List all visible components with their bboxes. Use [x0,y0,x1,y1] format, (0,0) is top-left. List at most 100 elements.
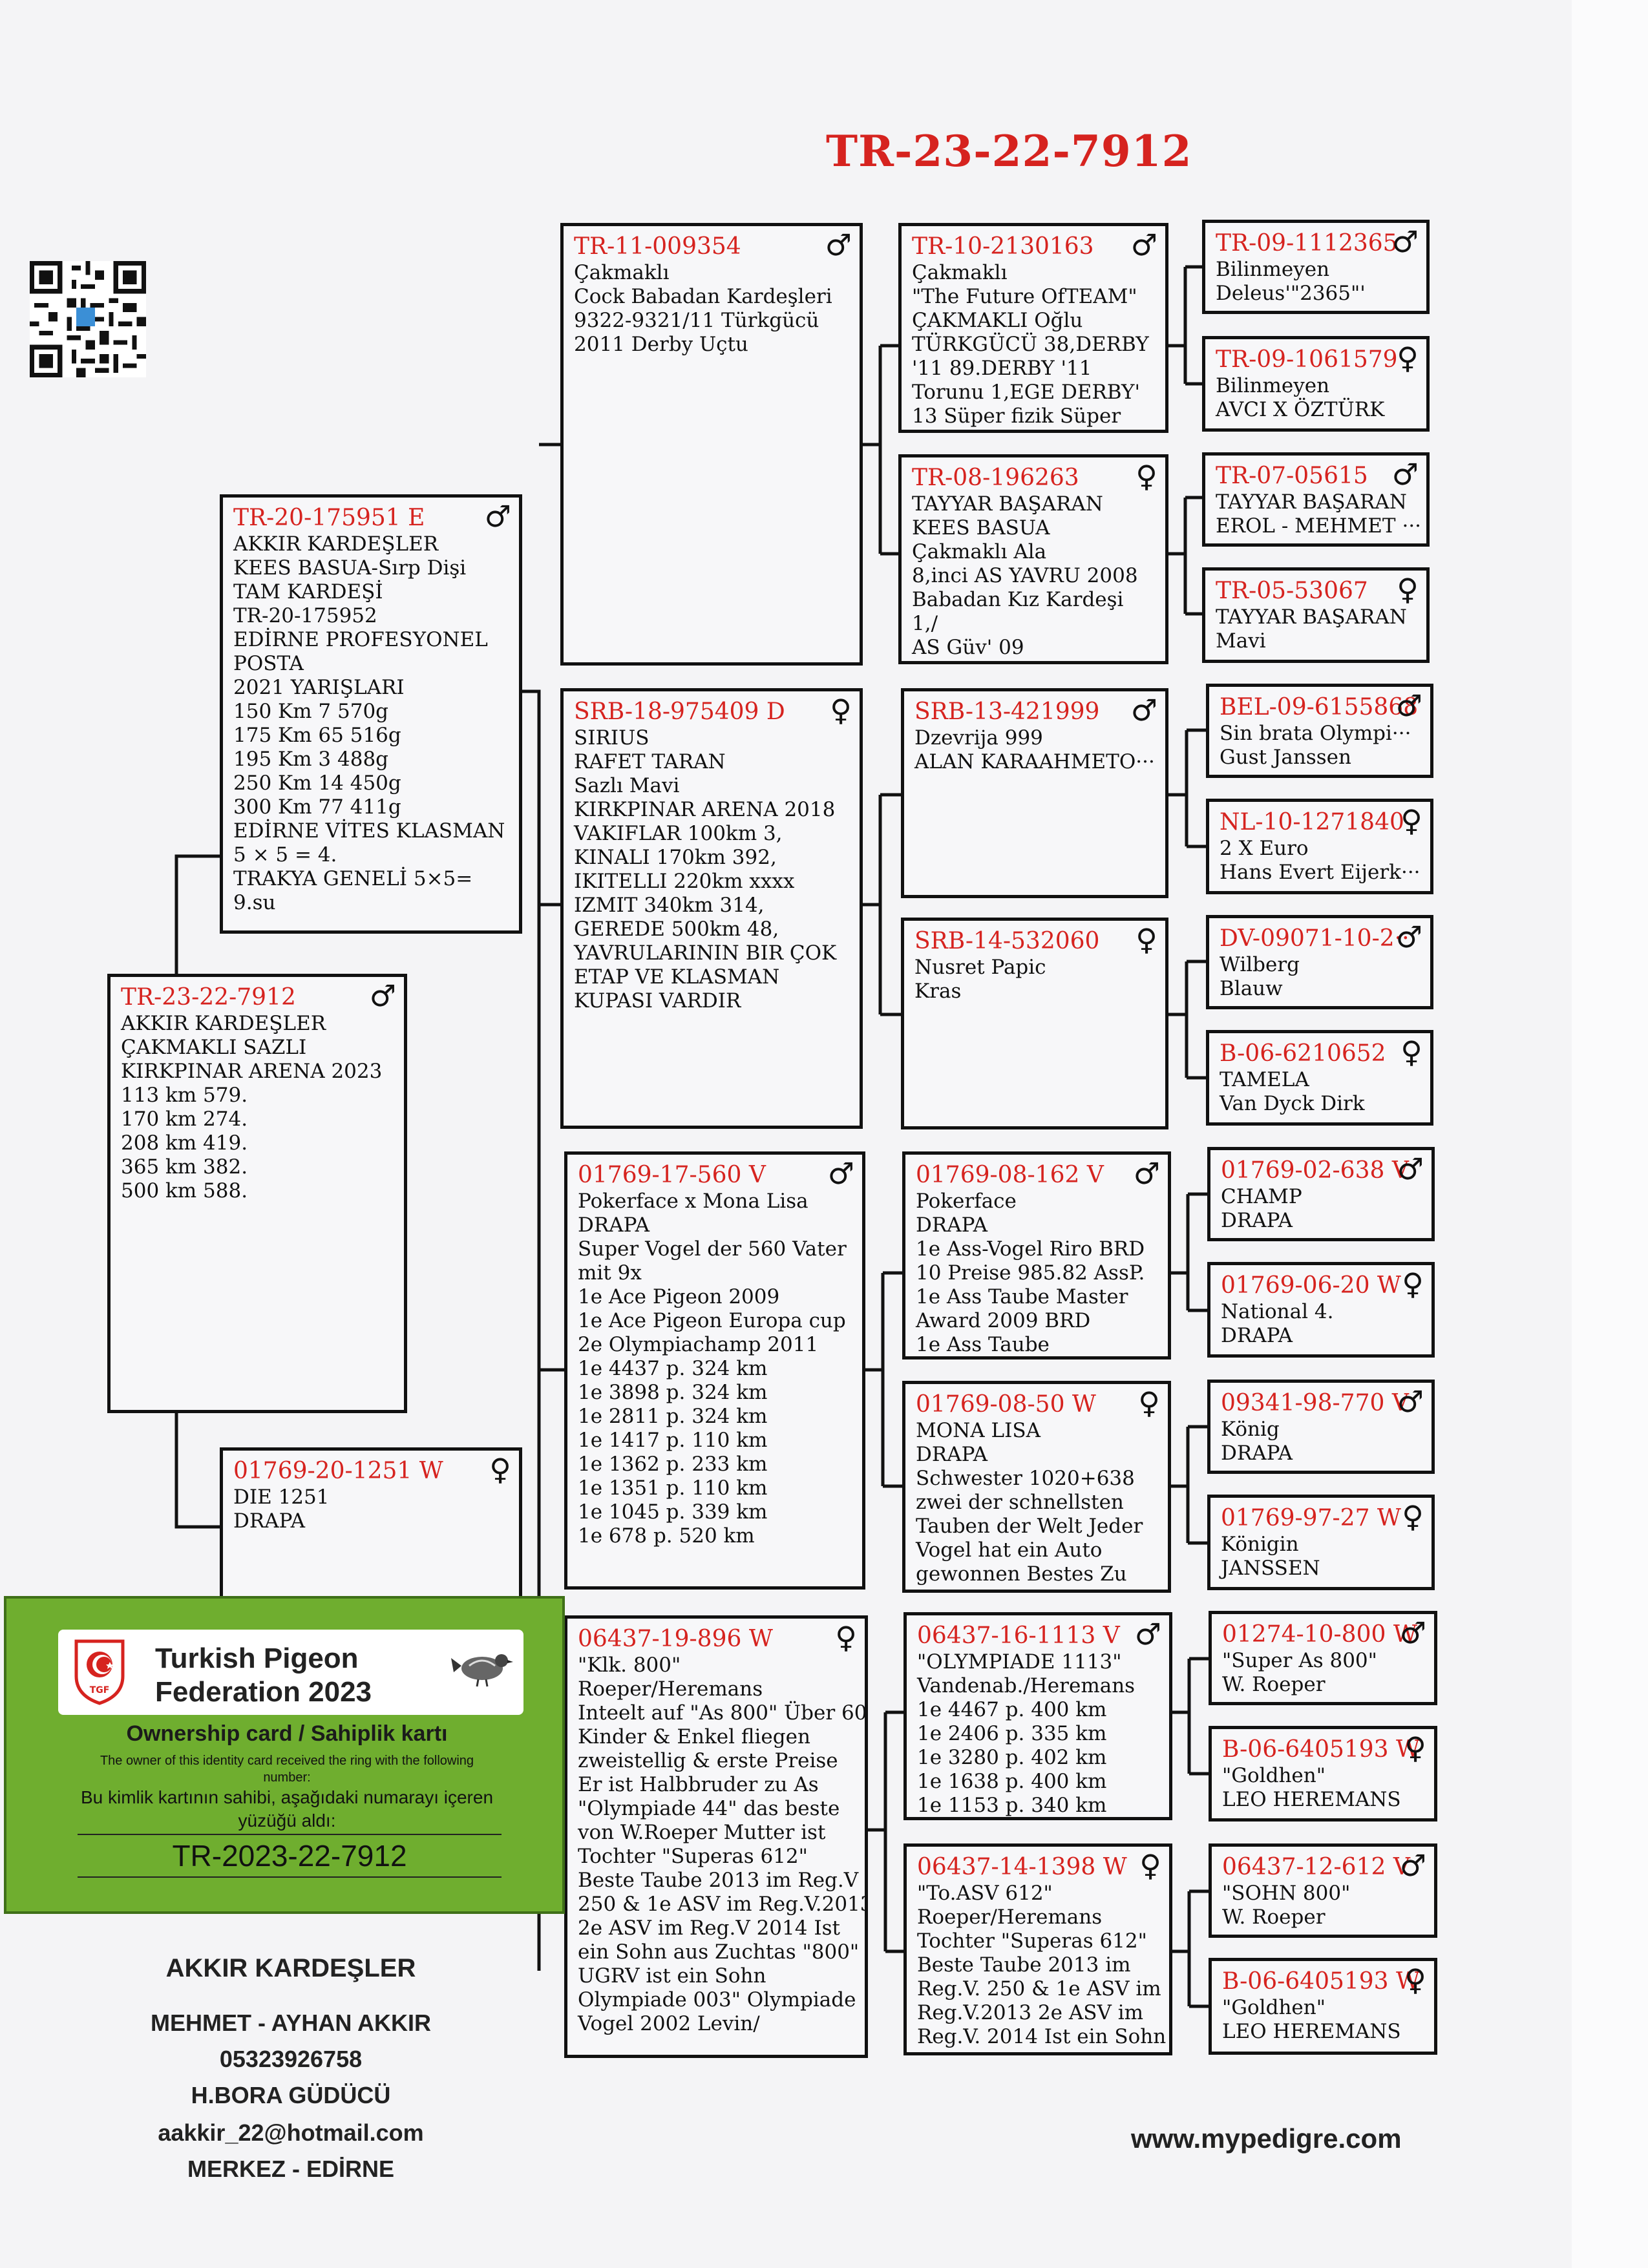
ring-number: TR-09-1112365 [1216,230,1398,257]
box-line: Deleus'"2365"' [1216,282,1366,305]
pedigree-box-gen3-5: 01769-08-162 V ♂ Pokerface DRAPA 1e Ass-… [902,1151,1171,1360]
ring-number: 01769-08-162 V [916,1162,1104,1188]
male-icon: ♂ [1130,693,1157,728]
ring-number: 01769-08-50 W [916,1391,1096,1418]
ring-number: B-06-6405193 W [1222,1968,1421,1995]
box-line: 2 X Euro [1220,837,1309,860]
box-line: 113 km 579. [121,1084,248,1107]
box-line: EDİRNE VİTES KLASMAN [233,819,505,843]
card-note-tr-2: yüzüğü aldı: [238,1811,336,1831]
box-line: 1e 678 p. 520 km [578,1524,755,1548]
box-line: 300 Km 77 411g [233,795,401,819]
box-line: Vandenab./Heremans [917,1674,1136,1697]
male-icon: ♂ [1391,224,1419,259]
male-icon: ♂ [1397,1384,1424,1419]
box-line: Hans Evert Eijerk··· [1220,861,1421,884]
box-line: DIE 1251 [233,1486,330,1509]
box-line: W. Roeper [1222,1673,1326,1696]
ring-number: SRB-18-975409 D [574,698,785,725]
box-line: DRAPA [1221,1324,1293,1347]
ring-number: 01769-02-638 V [1221,1157,1409,1184]
box-line: 1e 1417 p. 110 km [578,1429,768,1452]
box-line: "The Future OfTEAM" [912,285,1137,308]
box-line: Beste Taube 2013 im [917,1953,1131,1977]
pedigree-box-gen2-4: 06437-19-896 W ♀ "Klk. 800" Roeper/Herem… [564,1615,868,2058]
box-line: LEO HEREMANS [1222,1788,1401,1811]
box-line: Çakmaklı [574,261,670,284]
box-line: DRAPA [916,1443,988,1466]
website-link[interactable]: www.mypedigre.com [1131,2123,1402,2154]
box-line: TAYYAR BAŞARAN [1216,605,1407,629]
pedigree-box-sire: TR-20-175951 E ♂ AKKIR KARDEŞLER KEES BA… [220,494,522,934]
owner-phone: 05323926758 [219,2046,363,2072]
box-line: Çakmaklı [912,261,1008,284]
ring-number: 09341-98-770 V [1221,1390,1409,1416]
box-line: Blauw [1220,977,1283,1000]
pedigree-box-gen4-12: 01769-97-27 W ♀ Königin JANSSEN [1207,1495,1435,1590]
box-line: "Klk. 800" [578,1654,681,1677]
pedigree-box-gen3-1: TR-10-2130163 ♂ Çakmaklı "The Future OfT… [898,223,1168,433]
box-line: TR-20-175952 [233,604,377,627]
box-line: UGRV ist ein Sohn [578,1964,766,1988]
ownership-card: TGF Turkish Pigeon Federation 2023 Owner… [4,1596,565,1914]
box-line: 1e Ass Taube [916,1333,1050,1356]
box-line: "OLYMPIADE 1113" [917,1650,1122,1674]
box-line: König [1221,1418,1280,1441]
pedigree-box-gen3-6: 01769-08-50 W ♀ MONA LISA DRAPA Schweste… [902,1381,1171,1593]
box-line: Gust Janssen [1220,746,1351,769]
ring-number: 06437-16-1113 V [917,1622,1120,1649]
owner-name: AKKIR KARDEŞLER [165,1954,416,1982]
box-line: 2021 YARIŞLARI [233,676,405,699]
male-icon: ♂ [1391,457,1419,492]
box-line: 2e Olympiachamp 2011 [578,1333,819,1356]
pedigree-box-gen4-6: NL-10-1271840 ♀ 2 X Euro Hans Evert Eije… [1206,799,1433,894]
box-line: gewonnen Bestes Zu [916,1562,1127,1586]
logo-text: TGF [90,1685,110,1696]
pedigree-box-gen4-13: 01274-10-800 W ♂ "Super As 800" W. Roepe… [1209,1611,1437,1705]
box-line: 1e 4437 p. 324 km [578,1357,768,1380]
box-line: AS Güv' 09 [912,636,1024,659]
box-line: W. Roeper [1222,1906,1326,1929]
box-line: POSTA [233,652,304,675]
box-line: Vogel hat ein Auto [916,1538,1103,1562]
box-line: 500 km 588. [121,1179,248,1202]
box-line: von W.Roeper Mutter ist [578,1821,826,1844]
box-line: ÇAKMAKLI Oğlu [912,309,1083,332]
box-line: Sazlı Mavi [574,774,680,797]
box-line: KUPASI VARDIR [574,989,741,1013]
pigeon-icon [451,1654,513,1687]
box-line: Königin [1221,1533,1299,1556]
pedigree-box-gen4-5: BEL-09-6155868 ♂ Sin brata Olympi··· Gus… [1206,684,1433,778]
box-line: 1e 1351 p. 110 km [578,1476,768,1500]
card-heading: Ownership card / Sahiplik kartı [126,1721,448,1746]
box-line: 250 & 1e ASV im Reg.V.2013 [578,1893,868,1916]
box-line: 1e 1153 p. 340 km [917,1794,1107,1817]
pedigree-box-gen4-16: B-06-6405193 W ♀ "Goldhen" LEO HEREMANS [1209,1958,1437,2055]
ring-number: 01274-10-800 W [1222,1621,1417,1648]
pedigree-box-gen4-7: DV-09071-10-2·· ♂ Wilberg Blauw [1206,915,1433,1009]
box-line: Kras [914,980,962,1003]
box-line: RAFET TARAN [574,750,726,773]
box-line: KIRKPINAR ARENA 2023 [121,1060,383,1083]
pedigree-box-gen2-3: 01769-17-560 V ♂ Pokerface x Mona Lisa D… [564,1151,865,1590]
box-line: zwei der schnellsten [916,1491,1124,1514]
box-line: Cock Babadan Kardeşleri [574,285,832,308]
ring-number: SRB-14-532060 [914,928,1100,954]
box-line: Van Dyck Dirk [1220,1092,1365,1115]
male-icon: ♂ [1134,1617,1161,1652]
ring-number: 06437-12-612 V [1222,1854,1410,1880]
box-line: KIRKPINAR ARENA 2018 [574,798,836,821]
pedigree-box-gen4-10: 01769-06-20 W ♀ National 4. DRAPA [1207,1262,1435,1358]
box-line: Award 2009 BRD [916,1309,1091,1332]
pedigree-box-gen4-9: 01769-02-638 V ♂ CHAMP DRAPA [1207,1147,1435,1241]
box-line: DRAPA [1221,1209,1293,1232]
box-line: 208 km 419. [121,1131,248,1155]
box-line: Dzevrija 999 [914,726,1043,750]
box-line: "Goldhen" [1222,1764,1326,1787]
scan-margin [1572,0,1648,2268]
pedigree-box-gen4-15: 06437-12-612 V ♂ "SOHN 800" W. Roeper [1209,1843,1437,1938]
owner-other: H.BORA GÜDÜCÜ [191,2082,391,2108]
male-icon: ♂ [484,499,511,534]
box-line: Kinder & Enkel fliegen [578,1725,810,1748]
box-line: 5 × 5 = 4. [233,843,337,866]
